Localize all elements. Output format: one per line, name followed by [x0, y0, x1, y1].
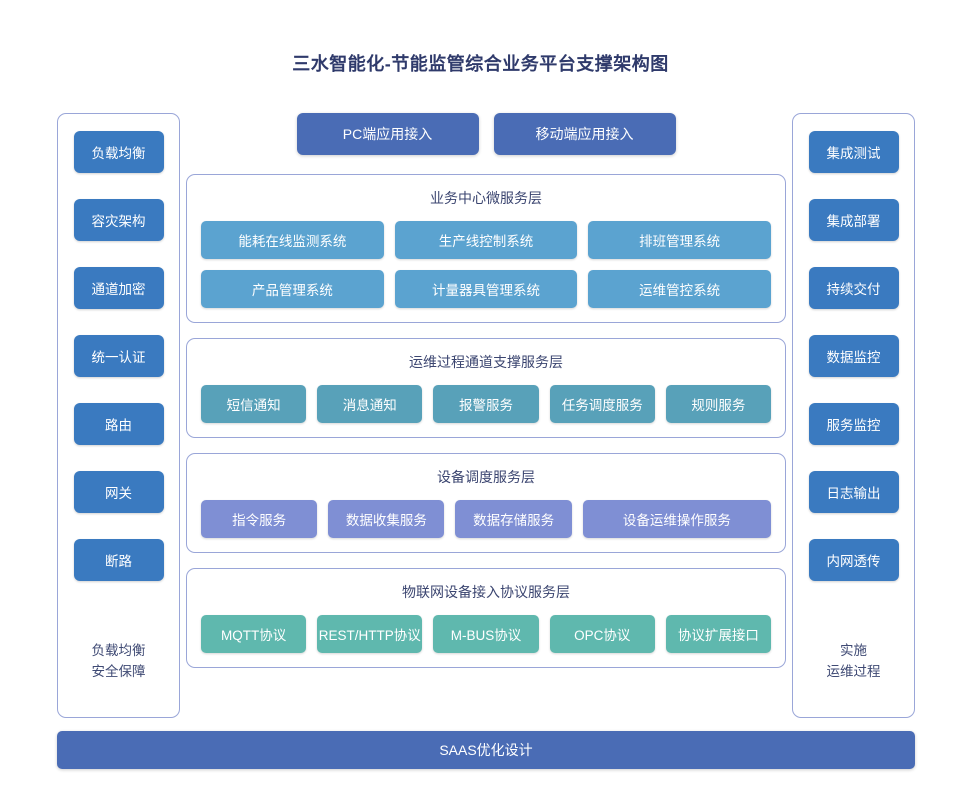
layer-ops-channel-support: 运维过程通道支撑服务层 短信通知 消息通知 报警服务 任务调度服务 规则服务	[186, 338, 786, 438]
sidebar-item-channel-encryption[interactable]: 通道加密	[73, 267, 164, 309]
chip-row: 指令服务 数据收集服务 数据存储服务 设备运维操作服务	[201, 500, 771, 538]
page-title: 三水智能化-节能监管综合业务平台支撑架构图	[292, 54, 669, 74]
chip-production-line-control[interactable]: 生产线控制系统	[394, 221, 578, 259]
chip-row: 产品管理系统 计量器具管理系统 运维管控系统	[201, 270, 772, 308]
chip-data-collection-service[interactable]: 数据收集服务	[328, 500, 445, 538]
left-sidebar-footer-line1: 负载均衡	[91, 642, 146, 658]
chip-row: 短信通知 消息通知 报警服务 任务调度服务 规则服务	[201, 385, 772, 423]
chip-message-notification[interactable]: 消息通知	[317, 385, 423, 423]
layer-iot-protocol: 物联网设备接入协议服务层 MQTT协议 REST/HTTP协议 M-BUS协议 …	[186, 568, 786, 668]
chip-data-storage-service[interactable]: 数据存储服务	[455, 500, 572, 538]
chip-shift-management[interactable]: 排班管理系统	[588, 221, 772, 259]
sidebar-item-integration-test[interactable]: 集成测试	[808, 131, 899, 173]
layer-business-center: 业务中心微服务层 能耗在线监测系统 生产线控制系统 排班管理系统 产品管理系统 …	[186, 174, 786, 323]
chip-rule-service[interactable]: 规则服务	[665, 385, 772, 423]
sidebar-item-load-balance[interactable]: 负载均衡	[73, 131, 164, 173]
chip-metering-device-management[interactable]: 计量器具管理系统	[394, 270, 578, 308]
chip-product-management[interactable]: 产品管理系统	[201, 270, 384, 308]
center-column: PC端应用接入 移动端应用接入 业务中心微服务层 能耗在线监测系统 生产线控制系…	[186, 113, 786, 718]
access-button-pc[interactable]: PC端应用接入	[296, 113, 479, 155]
sidebar-item-disaster-recovery[interactable]: 容灾架构	[73, 199, 164, 241]
chip-row: 能耗在线监测系统 生产线控制系统 排班管理系统	[201, 221, 772, 259]
bottom-bar-saas[interactable]: SAAS优化设计	[57, 731, 915, 769]
sidebar-item-gateway[interactable]: 网关	[73, 471, 164, 513]
chip-device-ops-operation-service[interactable]: 设备运维操作服务	[582, 500, 771, 538]
sidebar-item-continuous-delivery[interactable]: 持续交付	[808, 267, 899, 309]
left-sidebar-footer: 负载均衡 安全保障	[92, 640, 146, 705]
chip-ops-control[interactable]: 运维管控系统	[588, 270, 772, 308]
sidebar-item-data-monitoring[interactable]: 数据监控	[808, 335, 899, 377]
layer-device-scheduling: 设备调度服务层 指令服务 数据收集服务 数据存储服务 设备运维操作服务	[186, 453, 786, 553]
left-sidebar-footer-line2: 安全保障	[91, 664, 146, 680]
right-sidebar-footer: 实施 运维过程	[827, 640, 881, 705]
sidebar-item-log-output[interactable]: 日志输出	[808, 471, 899, 513]
chip-rest-http-protocol[interactable]: REST/HTTP协议	[317, 615, 423, 653]
right-sidebar-footer-line1: 实施	[840, 642, 867, 658]
sidebar-item-intranet-tunneling[interactable]: 内网透传	[808, 539, 899, 581]
chip-row: MQTT协议 REST/HTTP协议 M-BUS协议 OPC协议 协议扩展接口	[201, 615, 772, 653]
sidebar-item-circuit-breaker[interactable]: 断路	[73, 539, 164, 581]
chip-command-service[interactable]: 指令服务	[201, 500, 318, 538]
right-sidebar-panel: 集成测试 集成部署 持续交付 数据监控 服务监控 日志输出 内网透传 实施 运维…	[792, 113, 915, 718]
sidebar-item-unified-auth[interactable]: 统一认证	[73, 335, 164, 377]
layer-title-business-center: 业务中心微服务层	[430, 190, 542, 206]
left-sidebar-panel: 负载均衡 容灾架构 通道加密 统一认证 路由 网关 断路 负载均衡 安全保障	[57, 113, 180, 718]
layer-title-iot-protocol: 物联网设备接入协议服务层	[402, 584, 570, 600]
chip-task-scheduling-service[interactable]: 任务调度服务	[549, 385, 655, 423]
diagram-body: 负载均衡 容灾架构 通道加密 统一认证 路由 网关 断路 负载均衡 安全保障 P…	[57, 113, 915, 718]
sidebar-item-integration-deploy[interactable]: 集成部署	[808, 199, 899, 241]
access-button-mobile[interactable]: 移动端应用接入	[493, 113, 676, 155]
sidebar-item-routing[interactable]: 路由	[73, 403, 164, 445]
right-sidebar-footer-line2: 运维过程	[826, 664, 881, 680]
layer-title-device-scheduling: 设备调度服务层	[437, 469, 535, 485]
application-access-row: PC端应用接入 移动端应用接入	[186, 113, 786, 155]
chip-opc-protocol[interactable]: OPC协议	[549, 615, 655, 653]
chip-alarm-service[interactable]: 报警服务	[433, 385, 539, 423]
chip-protocol-extension-interface[interactable]: 协议扩展接口	[665, 615, 772, 653]
chip-energy-monitoring[interactable]: 能耗在线监测系统	[201, 221, 384, 259]
layer-title-ops-channel-support: 运维过程通道支撑服务层	[409, 354, 563, 370]
chip-mbus-protocol[interactable]: M-BUS协议	[433, 615, 539, 653]
chip-mqtt-protocol[interactable]: MQTT协议	[201, 615, 307, 653]
sidebar-item-service-monitoring[interactable]: 服务监控	[808, 403, 899, 445]
chip-sms-notification[interactable]: 短信通知	[201, 385, 307, 423]
